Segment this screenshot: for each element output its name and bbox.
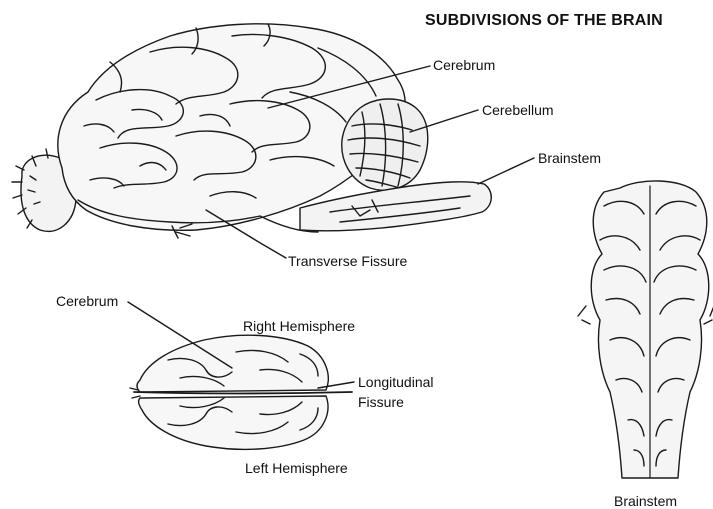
caption-brainstem: Brainstem	[614, 494, 677, 508]
label-brainstem: Brainstem	[538, 151, 601, 165]
brainstem-ventral-drawing	[578, 181, 713, 478]
label-fissure: Fissure	[358, 395, 404, 409]
right-hemisphere-outline	[137, 335, 328, 392]
label-cerebellum: Cerebellum	[482, 103, 554, 117]
label-cerebrum: Cerebrum	[433, 58, 495, 72]
dorsal-brain-drawing	[130, 335, 352, 449]
lateral-brain-drawing	[12, 24, 491, 238]
label-right-hemisphere: Right Hemisphere	[243, 319, 355, 333]
label-dorsal-cerebrum: Cerebrum	[56, 294, 118, 308]
label-left-hemisphere: Left Hemisphere	[245, 461, 348, 475]
leader-brainstem	[478, 158, 534, 184]
label-longitudinal: Longitudinal	[358, 375, 434, 389]
label-transverse-fissure: Transverse Fissure	[288, 254, 407, 268]
